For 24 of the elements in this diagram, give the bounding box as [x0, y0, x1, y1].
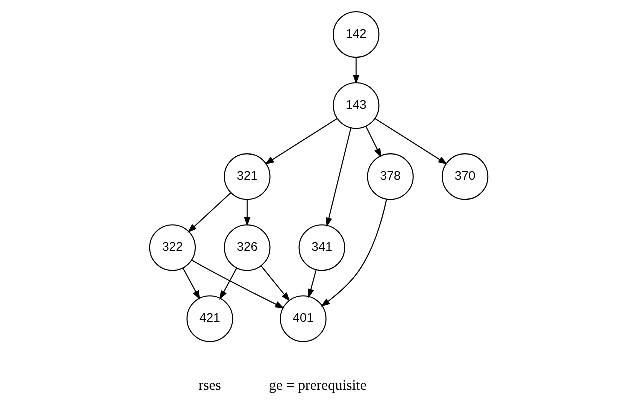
arrow	[325, 128, 352, 228]
arrow	[187, 192, 232, 233]
node-circle: 401	[280, 296, 326, 342]
arrow	[374, 118, 448, 165]
arrow	[260, 266, 290, 302]
node-circle: 370	[441, 154, 488, 200]
arrow	[191, 260, 284, 309]
label: ge = prerequisite	[268, 378, 366, 394]
node-circle: 378	[366, 154, 414, 200]
node-circle: 142	[332, 11, 380, 58]
arrow	[264, 118, 338, 165]
node-circle: 341	[298, 224, 345, 272]
node-circle: 421	[186, 296, 233, 342]
arrow	[365, 126, 382, 158]
arrow	[182, 268, 200, 300]
arrow	[352, 58, 360, 84]
arrow	[244, 200, 250, 227]
node-circle: 321	[224, 154, 270, 200]
label: rses	[198, 378, 221, 394]
arrow	[320, 199, 387, 307]
node-circle: 326	[224, 224, 270, 272]
arrow	[219, 268, 237, 300]
node-circle: 143	[332, 82, 380, 130]
arrow	[307, 270, 316, 298]
